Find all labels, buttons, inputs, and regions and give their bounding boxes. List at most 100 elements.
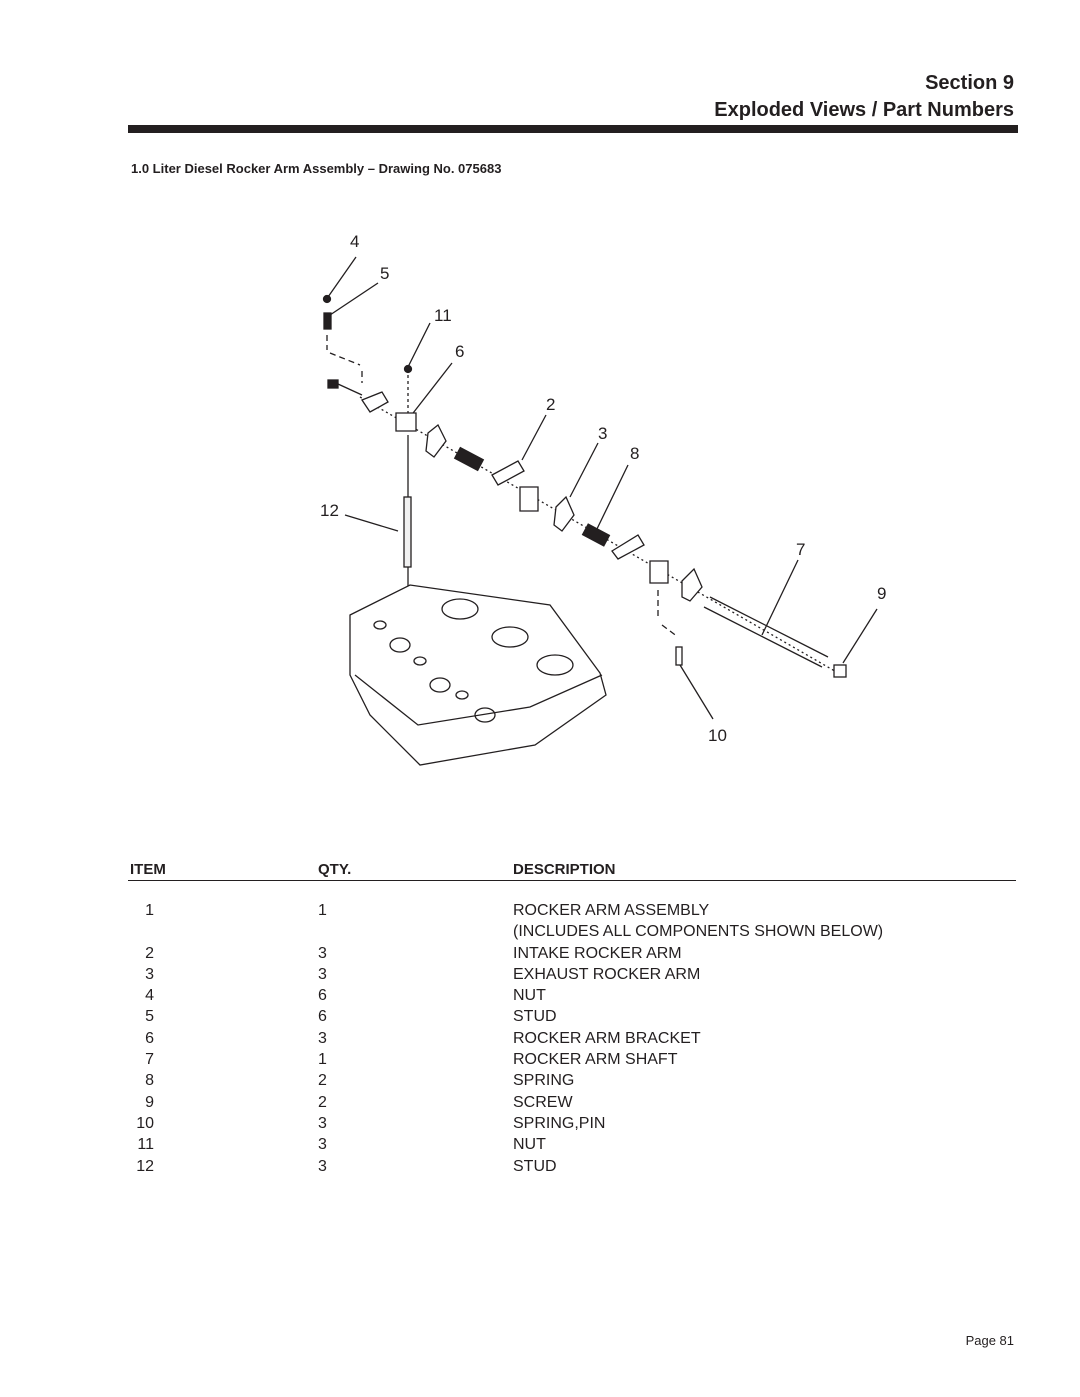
rocker-arm-intake-3 (611, 534, 645, 560)
cell-item: 11 (137, 1136, 154, 1154)
drawing-title: 1.0 Liter Diesel Rocker Arm Assembly – D… (131, 161, 502, 176)
rocker-bracket-3 (649, 560, 669, 584)
rocker-arm-exhaust-2 (553, 495, 575, 532)
leader-5 (329, 282, 379, 316)
section-header: Section 9 Exploded Views / Part Numbers (714, 70, 1014, 124)
section-subtitle: Exploded Views / Part Numbers (714, 99, 1014, 121)
cell-description: STUD (513, 1008, 557, 1026)
table-row: 4 6 NUT (128, 985, 1016, 1006)
callout-5: 5 (380, 264, 389, 283)
exploded-view-drawing: 4 5 11 6 2 3 8 12 7 9 10 (320, 232, 886, 766)
cylinder-head-ports (373, 598, 574, 723)
cell-qty: 3 (318, 1157, 327, 1175)
leader-2 (521, 414, 547, 461)
rocker-arm-intake-2 (491, 460, 525, 486)
cell-description: NUT (513, 1136, 546, 1154)
spring-8a (453, 446, 485, 472)
cell-qty: 1 (318, 902, 327, 919)
section-number: Section 9 (925, 72, 1014, 94)
cell-item: 3 (145, 965, 154, 983)
cell-item: 10 (136, 1114, 154, 1132)
cell-description: SPRING (513, 1072, 575, 1090)
cell-item: 9 (145, 1093, 154, 1111)
cell-description: INTAKE ROCKER ARM (513, 944, 682, 962)
cell-item: 2 (145, 944, 154, 962)
cell-description: SPRING,PIN (513, 1114, 606, 1132)
cell-description: ROCKER ARM ASSEMBLY (513, 902, 710, 919)
callout-7: 7 (796, 540, 805, 559)
spring-8b (581, 523, 611, 547)
cell-item: 6 (145, 1029, 154, 1047)
callout-6: 6 (455, 342, 464, 361)
parts-table-header: ITEM QTY. DESCRIPTION (128, 860, 1016, 881)
cylinder-head-edge (354, 674, 603, 726)
callout-8: 8 (630, 444, 639, 463)
spring-pin-10 (675, 646, 683, 666)
bolt-shank (337, 383, 363, 396)
cell-description: ROCKER ARM SHAFT (513, 1051, 678, 1069)
nut-4 (322, 294, 332, 304)
leader-7 (761, 559, 799, 636)
leader-11 (407, 322, 431, 368)
cell-qty: 3 (318, 1136, 327, 1154)
nut-11 (403, 364, 413, 374)
rocker-bracket-2 (519, 486, 539, 512)
table-row: 1 1 ROCKER ARM ASSEMBLY (128, 900, 1016, 921)
header-qty: QTY. (318, 861, 352, 878)
cell-qty: 3 (318, 965, 327, 983)
dashed-guide-left (326, 335, 363, 383)
cell-qty: 2 (318, 1093, 327, 1111)
shaft-7-bottom (703, 606, 823, 668)
callout-11: 11 (434, 306, 452, 325)
cell-item: 4 (145, 987, 154, 1005)
callout-9: 9 (877, 584, 886, 603)
callout-2: 2 (546, 395, 555, 414)
table-row: (INCLUDES ALL COMPONENTS SHOWN BELOW) (128, 921, 1016, 942)
rocker-arm-exhaust-1 (425, 423, 447, 458)
leader-6 (409, 362, 453, 418)
cell-qty: 3 (318, 1029, 327, 1047)
cell-qty: 6 (318, 987, 327, 1005)
leader-8 (594, 464, 629, 534)
table-row: 6 3 ROCKER ARM BRACKET (128, 1028, 1016, 1049)
cell-description: NUT (513, 987, 546, 1005)
dashed-guide-right (657, 590, 679, 638)
cell-item: 12 (136, 1157, 154, 1175)
leader-3 (569, 442, 599, 498)
header-description: DESCRIPTION (513, 861, 616, 878)
table-row: 11 3 NUT (128, 1134, 1016, 1155)
screw-9 (833, 664, 847, 678)
cell-description: (INCLUDES ALL COMPONENTS SHOWN BELOW) (513, 923, 884, 941)
callout-10: 10 (708, 726, 727, 745)
rocker-bracket-1 (395, 412, 417, 432)
callout-labels: 4 5 11 6 2 3 8 12 7 9 10 (320, 232, 886, 745)
table-row: 7 1 ROCKER ARM SHAFT (128, 1049, 1016, 1070)
cell-item: 1 (145, 902, 154, 919)
callout-12: 12 (320, 501, 339, 520)
cell-description: ROCKER ARM BRACKET (513, 1029, 701, 1047)
rocker-arm-exhaust-3 (681, 567, 703, 602)
cylinder-head-outline (349, 584, 607, 766)
header-item: ITEM (130, 861, 166, 878)
cell-qty: 1 (318, 1051, 327, 1069)
leader-9 (842, 608, 878, 664)
leader-4 (327, 256, 357, 298)
bolt-left (327, 379, 339, 389)
shaft-7-top (709, 596, 829, 658)
cell-qty: 2 (318, 1072, 327, 1090)
callout-4: 4 (350, 232, 359, 251)
stud-12 (403, 496, 412, 568)
stud-5 (323, 312, 332, 330)
cell-item: 7 (145, 1051, 154, 1069)
header-rule (128, 125, 1018, 133)
leader-10 (679, 664, 714, 720)
cell-item: 5 (145, 1008, 154, 1026)
